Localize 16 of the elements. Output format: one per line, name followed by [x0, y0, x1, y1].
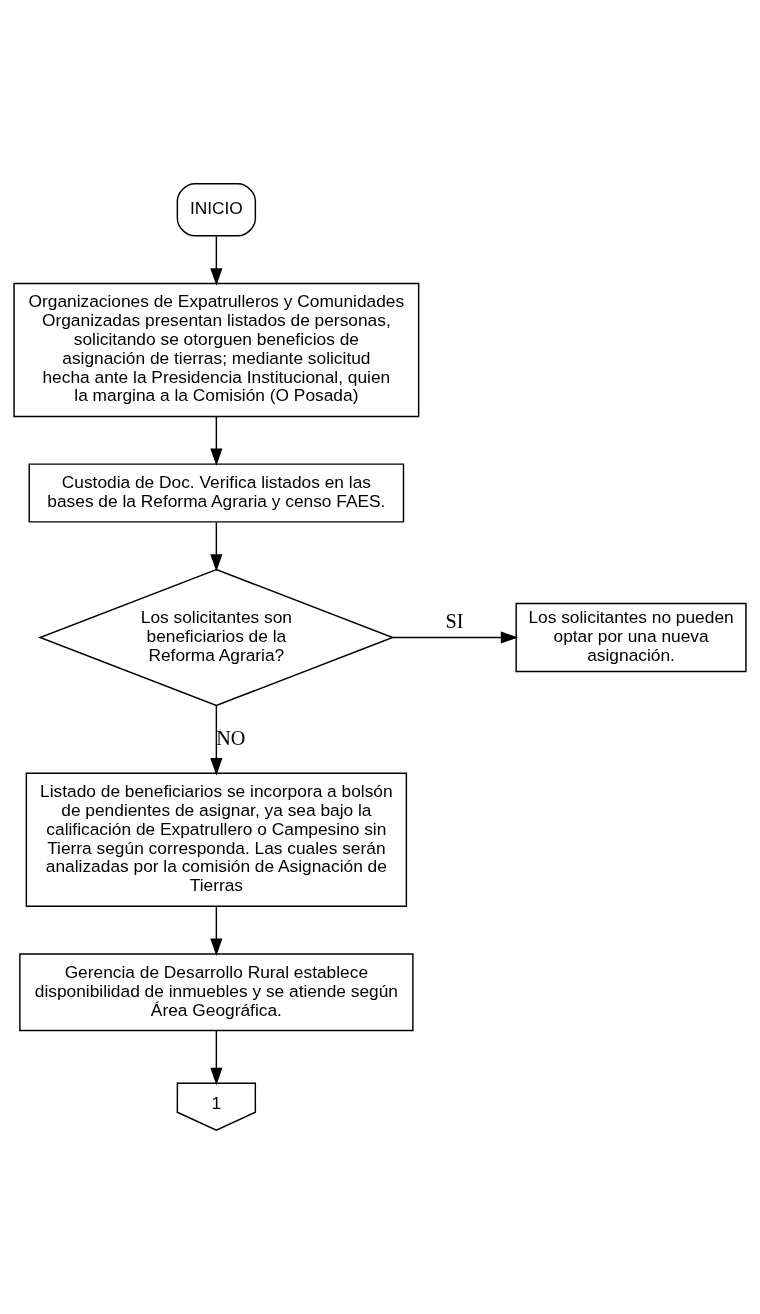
arrow	[210, 705, 223, 776]
node-box: Custodia de Doc. Verifica listados en las bases de la Reforma Agraria y censo FAES.	[28, 463, 405, 523]
node-box: Listado de beneficiarios se incorpora a bolsón de pendientes de asignar, ya sea bajo la calificación de Expatrullero o Campesino sin Tierra según corresponda. Las cuales serán analizadas por la comisión de Asignación de Tierras	[25, 772, 408, 907]
arrow	[210, 235, 223, 286]
arrow	[210, 521, 223, 572]
node-diamond: Los solicitantes son beneficiarios de la Reforma Agraria?	[38, 568, 395, 707]
node-box: Los solicitantes no pueden optar por una nueva asignación.	[515, 602, 747, 673]
edge-label: NO	[216, 726, 246, 749]
node-box: Gerencia de Desarrollo Rural establece disponibilidad de inmuebles y se atiende según Área Geográfica.	[19, 953, 414, 1032]
node-box: INICIO	[176, 183, 257, 237]
edge-label: SI	[445, 609, 464, 632]
node-box: Organizaciones de Expatrulleros y Comunidades Organizadas presentan listados de personas, solicitando se otorguen beneficios de asignación de tierras; mediante solicitud hecha ante la Presidencia Institucional, quien la margina a la Comisión (O Posada)	[13, 282, 420, 418]
arrow	[210, 415, 223, 466]
arrow	[210, 1029, 223, 1086]
arrow	[210, 905, 223, 956]
arrow	[392, 631, 519, 644]
